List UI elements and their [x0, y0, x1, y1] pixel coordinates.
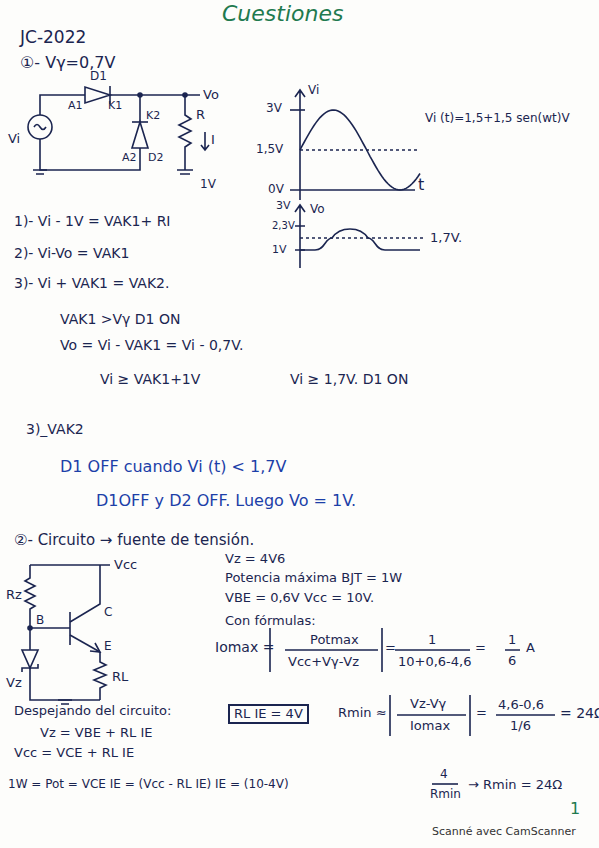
handwritten-note: Iomax =: [215, 640, 274, 655]
handwritten-note: D1OFF y D2 OFF. Luego Vo = 1V.: [96, 492, 356, 510]
handwritten-note: =: [475, 641, 486, 655]
handwritten-note: A: [526, 641, 535, 655]
handwritten-note: Rmin ≈: [338, 706, 387, 720]
handwritten-note: 4: [440, 768, 448, 781]
handwritten-note: Vi: [308, 84, 319, 97]
handwritten-note: 1V: [200, 178, 216, 191]
handwritten-note: Scanné avec CamScanner: [432, 826, 576, 838]
handwritten-note: R: [196, 108, 205, 122]
handwritten-note: Vi: [8, 132, 20, 146]
handwritten-note: D2: [148, 152, 163, 164]
handwritten-note: 1: [428, 633, 436, 647]
page-title: Cuestiones: [222, 2, 343, 26]
handwritten-note: Potencia máxima BJT = 1W: [225, 571, 402, 585]
handwritten-note: K2: [146, 110, 160, 122]
handwritten-note: ①- Vγ=0,7V: [20, 54, 115, 72]
handwritten-note: Rz: [6, 588, 22, 602]
handwritten-note: VAK1 >Vγ D1 ON: [60, 312, 180, 327]
handwritten-note: 1: [508, 633, 516, 647]
handwritten-note: Vi ≥ 1,7V. D1 ON: [290, 372, 408, 387]
handwritten-note: =: [476, 706, 487, 720]
handwritten-note: 2,3V: [272, 220, 295, 231]
handwritten-note: Vi ≥ VAK1+1V: [100, 372, 200, 387]
handwritten-note: 1/6: [510, 719, 531, 733]
handwritten-note: 4,6-0,6: [498, 698, 544, 712]
handwritten-note: → Rmin = 24Ω: [468, 778, 562, 792]
handwritten-note: C: [104, 606, 112, 619]
handwritten-note: Vz = VBE + RL IE: [40, 726, 153, 740]
handwritten-note: Vz: [6, 676, 22, 690]
handwritten-note: Vz = 4V6: [225, 552, 285, 566]
handwritten-note: Despejando del circuito:: [14, 704, 171, 718]
handwritten-note: Vo: [310, 203, 325, 216]
handwritten-note: 3)_VAK2: [26, 422, 84, 437]
handwritten-note: Vcc = VCE + RL IE: [14, 746, 134, 760]
handwritten-note: 1)- Vi - 1V = VAK1+ RI: [14, 214, 170, 229]
handwritten-note: ②- Circuito → fuente de tensión.: [14, 532, 254, 549]
handwritten-note: RL: [112, 670, 128, 684]
handwritten-note: Potmax: [310, 633, 359, 647]
handwritten-note: =: [385, 641, 396, 655]
handwritten-note: 2)- Vi-Vo = VAK1: [14, 246, 129, 261]
handwritten-note: JC-2022: [20, 28, 86, 47]
handwritten-note: 1W = Pot = VCE IE = (Vcc - RL IE) IE = (…: [8, 778, 289, 791]
handwritten-note: 0V: [268, 183, 284, 196]
handwritten-note: Rmin: [430, 788, 461, 801]
handwritten-note: 1: [570, 800, 580, 818]
handwritten-note: 1,5V: [256, 143, 283, 156]
handwritten-note: 3)- Vi + VAK1 = VAK2.: [14, 276, 169, 291]
handwritten-note: Vo: [203, 88, 219, 102]
node-text: RL IE = 4V: [234, 707, 303, 721]
handwritten-note: 3V: [266, 102, 282, 115]
handwritten-note: t: [418, 176, 424, 194]
handwritten-note: K1: [108, 100, 122, 112]
handwritten-note: 1,7V.: [430, 231, 462, 245]
handwritten-note: 10+0,6-4,6: [398, 655, 471, 669]
handwritten-note: A2: [122, 152, 137, 164]
handwritten-note: 3V: [276, 200, 291, 212]
handwritten-note: B: [36, 614, 44, 627]
handwritten-note: A1: [68, 100, 83, 112]
handwritten-note: Iomax: [410, 719, 450, 733]
handwritten-note: D1 OFF cuando Vi (t) < 1,7V: [60, 458, 286, 476]
handwritten-note: 1V: [272, 244, 287, 256]
handwritten-note: D1: [90, 70, 107, 83]
handwritten-note: Vi (t)=1,5+1,5 sen(wt)V: [425, 112, 570, 125]
handwritten-note: Vz-Vγ: [410, 697, 446, 711]
handwritten-note: Con fórmulas:: [225, 614, 316, 628]
handwritten-note: Vo = Vi - VAK1 = Vi - 0,7V.: [60, 338, 243, 353]
handwritten-note: Vcc: [114, 558, 137, 572]
handwritten-note: VBE = 0,6V Vcc = 10V.: [225, 591, 374, 605]
handwritten-note: E: [104, 640, 112, 653]
handwritten-note: = 24Ω.: [560, 706, 599, 721]
handwritten-note: 6: [508, 654, 516, 668]
handwritten-note: Vcc+Vγ-Vz: [288, 655, 359, 669]
handwritten-note: I: [211, 133, 215, 147]
boxed-result: RL IE = 4V: [228, 704, 309, 724]
